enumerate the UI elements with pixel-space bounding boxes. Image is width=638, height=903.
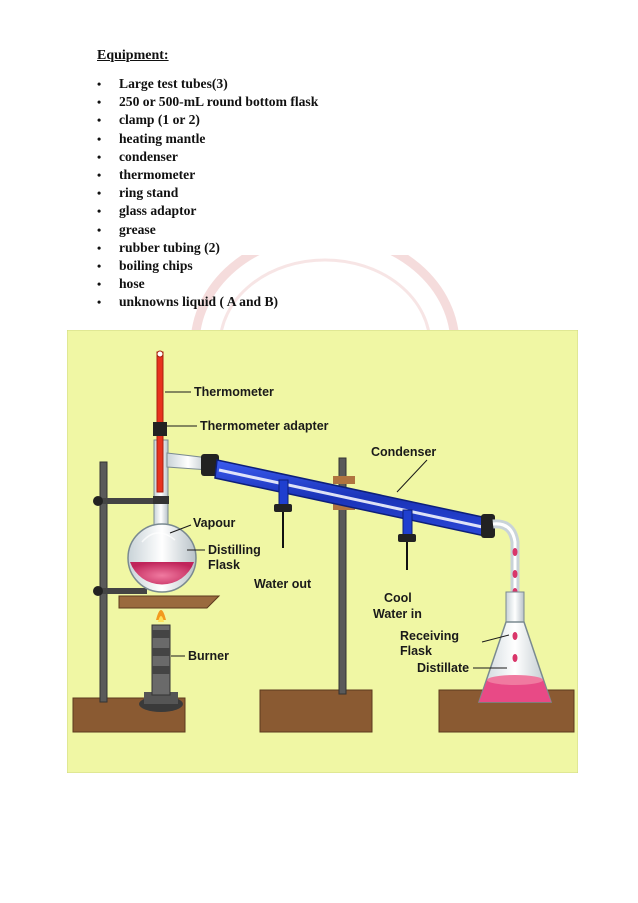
label-distillate: Distillate xyxy=(417,661,469,675)
bullet-icon: • xyxy=(97,240,102,255)
label-leaders xyxy=(165,391,510,669)
bullet-icon: • xyxy=(97,222,102,237)
bullet-icon: • xyxy=(97,149,102,164)
receiving-flask xyxy=(477,591,553,703)
label-receiving-flask-1: Receiving xyxy=(400,629,459,643)
flask-support-plate xyxy=(118,595,221,609)
list-item: •grease xyxy=(97,221,318,239)
distillation-diagram: Thermometer Thermometer adapter Condense… xyxy=(67,330,578,773)
bullet-icon: • xyxy=(97,295,102,310)
list-item: •ring stand xyxy=(97,184,318,202)
list-item: •glass adaptor xyxy=(97,202,318,220)
distilling-flask xyxy=(127,439,197,593)
bullet-icon: • xyxy=(97,131,102,146)
list-item: •heating mantle xyxy=(97,130,318,148)
list-item: •unknowns liquid ( A and B) xyxy=(97,293,318,311)
bullet-icon: • xyxy=(97,204,102,219)
list-item: •condenser xyxy=(97,148,318,166)
label-distilling-flask-1: Distilling xyxy=(208,543,261,557)
list-item: •250 or 500-mL round bottom flask xyxy=(97,93,318,111)
list-item: •rubber tubing (2) xyxy=(97,239,318,257)
label-thermometer: Thermometer xyxy=(194,385,274,399)
equipment-heading: Equipment: xyxy=(97,48,169,63)
bullet-icon: • xyxy=(97,258,102,273)
equipment-list: •Large test tubes(3) •250 or 500-mL roun… xyxy=(97,75,318,311)
bullet-icon: • xyxy=(97,113,102,128)
glass-adaptor xyxy=(166,452,219,476)
bullet-icon: • xyxy=(97,186,102,201)
thermometer xyxy=(153,350,167,493)
bullet-icon: • xyxy=(97,95,102,110)
label-cool-water-2: Water in xyxy=(373,607,422,621)
burner xyxy=(139,610,183,712)
label-condenser: Condenser xyxy=(371,445,436,459)
watermark-seal xyxy=(190,255,460,345)
condenser xyxy=(214,459,495,542)
list-item: •clamp (1 or 2) xyxy=(97,111,318,129)
label-cool-water-1: Cool xyxy=(384,591,412,605)
list-item: •thermometer xyxy=(97,166,318,184)
label-distilling-flask-2: Flask xyxy=(208,558,240,572)
label-burner: Burner xyxy=(188,649,229,663)
label-water-out: Water out xyxy=(254,577,312,591)
bullet-icon: • xyxy=(97,167,102,182)
list-item: •boiling chips xyxy=(97,257,318,275)
list-item: •hose xyxy=(97,275,318,293)
list-item: •Large test tubes(3) xyxy=(97,75,318,93)
label-thermometer-adapter: Thermometer adapter xyxy=(200,419,329,433)
label-vapour: Vapour xyxy=(193,516,236,530)
label-receiving-flask-2: Flask xyxy=(400,644,432,658)
bullet-icon: • xyxy=(97,277,102,292)
bullet-icon: • xyxy=(97,77,102,91)
